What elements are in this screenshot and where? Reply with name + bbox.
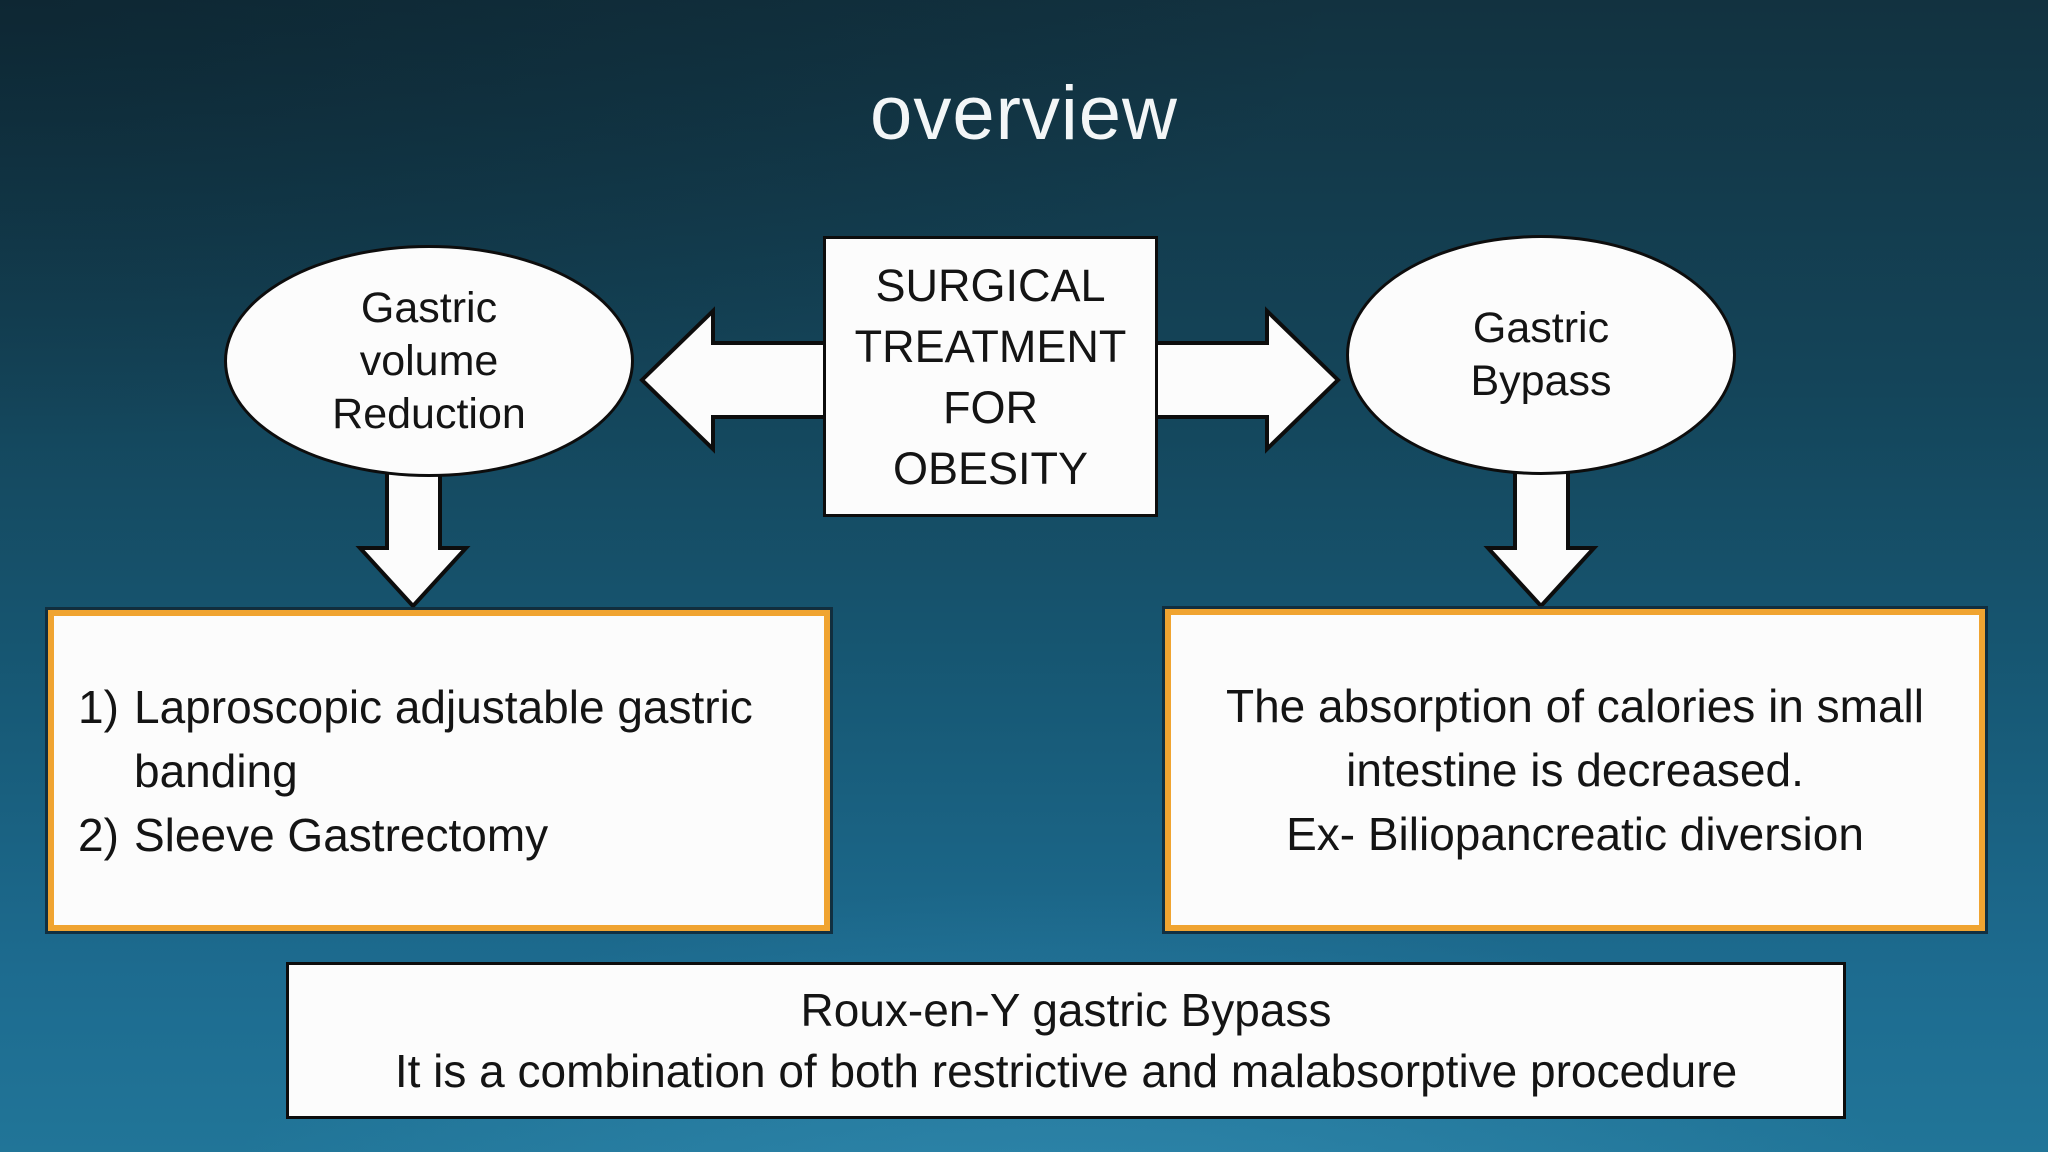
- arrow-down-right-icon: [1483, 464, 1599, 609]
- arrow-down-left-icon: [355, 464, 471, 609]
- gastric-bypass-detail-box: The absorption of calories in small inte…: [1165, 609, 1985, 931]
- ellipse-text-line: Gastric: [1472, 304, 1610, 352]
- list-number: 2): [78, 808, 119, 861]
- detail-text-line: intestine is decreased.: [1346, 744, 1804, 796]
- note-text-line: It is a combination of both restrictive …: [394, 1044, 1738, 1097]
- surgical-treatment-box: SURGICAL TREATMENT FOR OBESITY: [823, 236, 1158, 517]
- detail-text-line: Ex- Biliopancreatic diversion: [1286, 808, 1864, 860]
- list-text-line: Laproscopic adjustable gastric: [134, 680, 753, 733]
- note-text-line: Roux-en-Y gastric Bypass: [800, 983, 1332, 1036]
- ellipse-text-line: Reduction: [332, 389, 526, 438]
- center-box-line: FOR: [943, 381, 1038, 433]
- ellipse-text-line: Gastric: [360, 283, 498, 332]
- detail-text-line: The absorption of calories in small: [1226, 680, 1924, 732]
- roux-en-y-note-box: Roux-en-Y gastric Bypass It is a combina…: [286, 962, 1846, 1119]
- center-box-line: TREATMENT: [854, 320, 1127, 372]
- volume-reduction-detail-box: 1) Laproscopic adjustable gastric bandin…: [48, 610, 830, 931]
- center-box-line: SURGICAL: [875, 259, 1106, 311]
- arrow-left-icon: [639, 306, 834, 454]
- list-number: 1): [78, 680, 119, 733]
- ellipse-text-line: volume: [359, 336, 499, 385]
- arrow-right-icon: [1148, 306, 1341, 454]
- gastric-bypass-ellipse: Gastric Bypass: [1346, 235, 1736, 475]
- list-text-line: banding: [134, 744, 298, 797]
- center-box-line: OBESITY: [892, 442, 1089, 494]
- list-text-line: Sleeve Gastrectomy: [134, 808, 549, 861]
- list-item: 2) Sleeve Gastrectomy: [78, 803, 548, 867]
- list-item: 1) Laproscopic adjustable gastric bandin…: [78, 675, 753, 803]
- gastric-volume-reduction-ellipse: Gastric volume Reduction: [224, 245, 634, 477]
- ellipse-text-line: Bypass: [1470, 357, 1612, 405]
- slide-title: overview: [870, 71, 1178, 156]
